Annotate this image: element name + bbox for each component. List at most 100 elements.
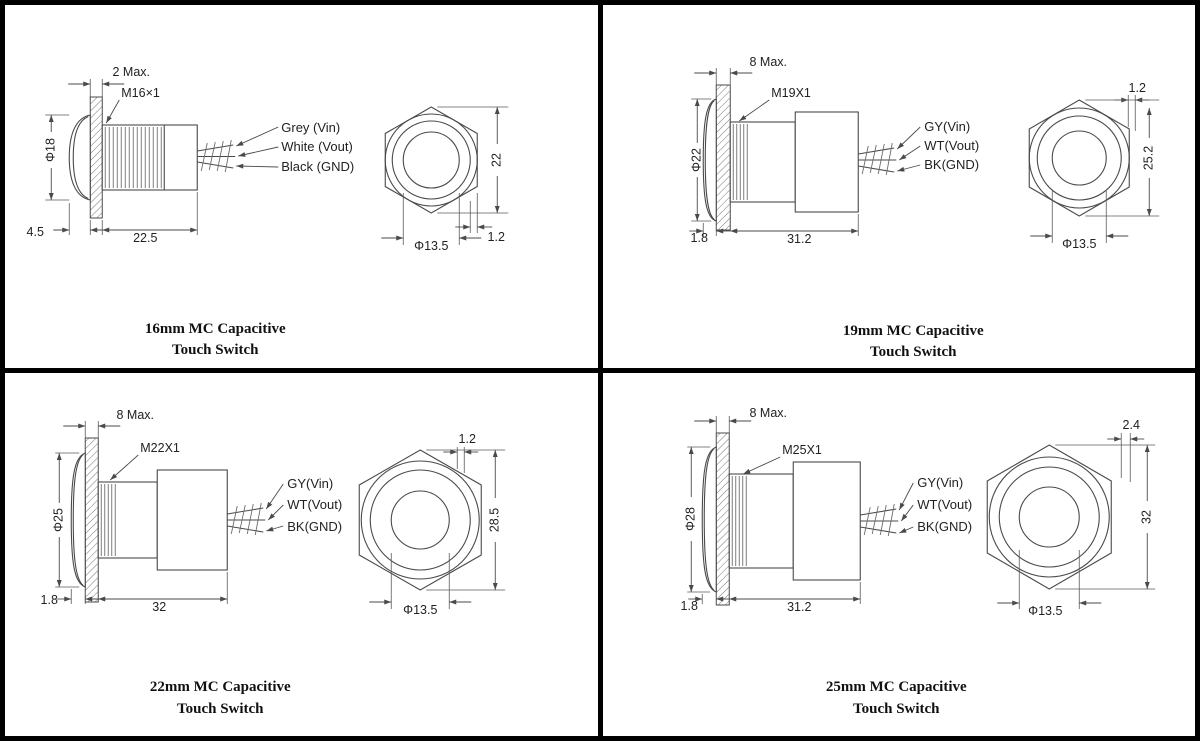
wire-vout-label: White (Vout) bbox=[281, 139, 353, 154]
dim-inner-dia: Φ13.5 bbox=[381, 193, 482, 253]
dim-panel-max: 8 Max. bbox=[63, 408, 154, 438]
caption-line2: Touch Switch bbox=[177, 701, 264, 717]
switch-head bbox=[68, 114, 91, 201]
head-inner-curve bbox=[72, 115, 89, 200]
caption-line1: 16mm MC Capacitive bbox=[145, 321, 286, 337]
wire-vin-label: GY(Vin) bbox=[924, 119, 970, 134]
hex-size-label: 32 bbox=[1139, 510, 1153, 524]
wires bbox=[857, 142, 896, 176]
head-inner-curve bbox=[703, 448, 715, 591]
bezel-outer-circle bbox=[988, 456, 1110, 578]
hex-size-label: 25.2 bbox=[1141, 146, 1155, 170]
caption-line1: 19mm MC Capacitive bbox=[842, 323, 983, 339]
wire-gnd-label: Black (GND) bbox=[281, 159, 354, 174]
panel-max-label: 8 Max. bbox=[116, 408, 154, 422]
caption-line2: Touch Switch bbox=[852, 701, 939, 717]
body-length-label: 32 bbox=[152, 600, 166, 614]
wires bbox=[197, 139, 236, 173]
switch-body bbox=[792, 461, 861, 581]
dim-panel-max: 2 Max. bbox=[68, 65, 150, 97]
thread-ticks bbox=[732, 124, 748, 200]
panel-19mm: GY(Vin) WT(Vout) BK(GND) 8 Max. M19X1 bbox=[602, 5, 1195, 368]
mounting-panel-hatch bbox=[84, 437, 99, 603]
dim-head-depth: 1.8 bbox=[688, 223, 730, 245]
body-length-label: 22.5 bbox=[133, 231, 157, 245]
panel-max-label: 2 Max. bbox=[112, 65, 150, 79]
front-view-22mm: 1.2 28.5 Φ13.5 bbox=[358, 432, 506, 617]
wire-labels: GY(Vin) WT(Vout) BK(GND) bbox=[265, 476, 342, 534]
dim-body-length: 31.2 bbox=[728, 582, 861, 614]
thread-label: M25X1 bbox=[782, 443, 822, 457]
body-length-label: 31.2 bbox=[787, 600, 811, 614]
wire-labels: GY(Vin) WT(Vout) BK(GND) bbox=[898, 475, 972, 534]
dim-hex-size: 32 bbox=[1054, 444, 1155, 590]
bezel-mid-circle bbox=[391, 120, 471, 200]
side-view-16mm: Grey (Vin) White (Vout) Black (GND) 2 Ma… bbox=[27, 65, 355, 245]
hex-nut bbox=[986, 444, 1112, 590]
wires bbox=[227, 502, 266, 536]
panel-25mm: GY(Vin) WT(Vout) BK(GND) 8 Max. M25X1 bbox=[602, 373, 1195, 736]
bezel-label: 1.2 bbox=[459, 432, 476, 446]
head-depth-label: 4.5 bbox=[27, 225, 44, 239]
thread-label: M16×1 bbox=[121, 86, 160, 100]
touch-area-circle bbox=[1051, 130, 1107, 186]
thread-label: M22X1 bbox=[140, 441, 180, 455]
caption-line2: Touch Switch bbox=[869, 344, 956, 360]
inner-dia-label: Φ13.5 bbox=[1062, 237, 1096, 251]
front-view-19mm: 1.2 25.2 Φ13.5 bbox=[1028, 81, 1159, 251]
wire-vout-label: WT(Vout) bbox=[287, 497, 342, 512]
panel-22mm: GY(Vin) WT(Vout) BK(GND) 8 Max. M22X1 bbox=[5, 373, 598, 736]
dim-panel-max: 8 Max. bbox=[693, 406, 787, 433]
threaded-neck bbox=[97, 481, 158, 559]
wire-gnd-label: BK(GND) bbox=[917, 519, 972, 534]
dim-head-dia: Φ28 bbox=[683, 446, 710, 593]
caption-line1: 22mm MC Capacitive bbox=[150, 679, 291, 695]
body-length-label: 31.2 bbox=[787, 232, 811, 246]
panel-max-label: 8 Max. bbox=[749, 55, 787, 69]
caption-line1: 25mm MC Capacitive bbox=[825, 679, 966, 695]
switch-body bbox=[156, 469, 228, 571]
touch-area-circle bbox=[1018, 486, 1080, 548]
dim-head-depth: 4.5 bbox=[27, 203, 107, 239]
dim-body-length: 31.2 bbox=[729, 214, 859, 246]
head-dia-label: Φ25 bbox=[51, 508, 65, 532]
side-view-22mm: GY(Vin) WT(Vout) BK(GND) 8 Max. M22X1 bbox=[41, 408, 343, 614]
wire-labels: GY(Vin) WT(Vout) BK(GND) bbox=[896, 119, 979, 172]
drawing-19mm: GY(Vin) WT(Vout) BK(GND) 8 Max. M19X1 bbox=[688, 55, 1159, 360]
dim-head-dia: Φ25 bbox=[51, 452, 80, 588]
drawing-22mm: GY(Vin) WT(Vout) BK(GND) 8 Max. M22X1 bbox=[41, 408, 506, 717]
dim-thread: M19X1 bbox=[738, 86, 811, 122]
wire-vout-label: WT(Vout) bbox=[924, 138, 979, 153]
dim-thread: M25X1 bbox=[742, 443, 822, 475]
dim-panel-max: 8 Max. bbox=[693, 55, 787, 85]
hex-nut bbox=[384, 106, 478, 214]
inner-dia-label: Φ13.5 bbox=[414, 239, 448, 253]
wires bbox=[859, 503, 898, 537]
bezel-label: 1.2 bbox=[488, 230, 505, 244]
dim-hex-size: 22 bbox=[437, 106, 509, 214]
dim-bezel: 2.4 bbox=[1106, 418, 1144, 482]
switch-body bbox=[794, 111, 859, 213]
dim-head-dia: Φ18 bbox=[43, 114, 70, 201]
dim-head-depth: 1.8 bbox=[680, 594, 730, 613]
hex-nut bbox=[358, 449, 482, 591]
head-depth-label: 1.8 bbox=[690, 231, 707, 245]
bezel-label: 1.2 bbox=[1128, 81, 1145, 95]
dim-inner-dia: Φ13.5 bbox=[1029, 191, 1128, 251]
dim-inner-dia: Φ13.5 bbox=[996, 550, 1101, 618]
panel-max-label: 8 Max. bbox=[749, 406, 787, 420]
dim-hex-size: 28.5 bbox=[426, 449, 506, 591]
inner-dia-label: Φ13.5 bbox=[1028, 604, 1062, 618]
bezel-outer-circle bbox=[1028, 107, 1130, 209]
wire-labels: Grey (Vin) White (Vout) Black (GND) bbox=[236, 120, 354, 174]
wire-vin-label: GY(Vin) bbox=[287, 476, 333, 491]
thread-ticks bbox=[100, 484, 116, 556]
head-depth-label: 1.8 bbox=[41, 593, 58, 607]
wire-vout-label: WT(Vout) bbox=[917, 497, 972, 512]
front-view-16mm: 22 Φ13.5 1.2 bbox=[381, 106, 509, 253]
dim-hex-size: 25.2 bbox=[1084, 99, 1159, 217]
wire-gnd-label: BK(GND) bbox=[287, 519, 342, 534]
thread-label: M19X1 bbox=[771, 86, 811, 100]
dim-thread: M16×1 bbox=[105, 86, 160, 124]
